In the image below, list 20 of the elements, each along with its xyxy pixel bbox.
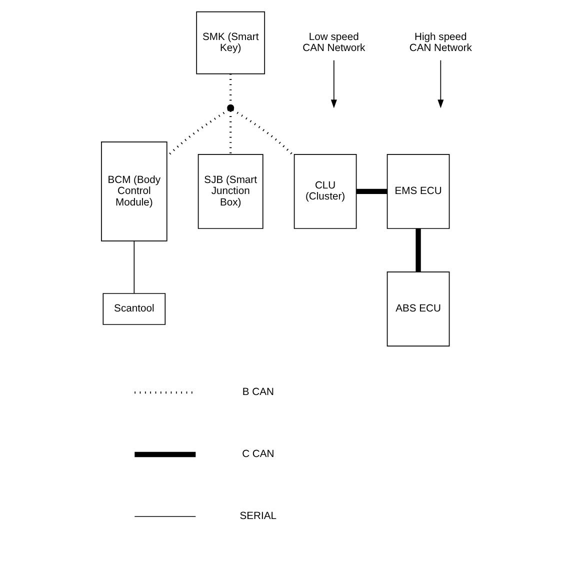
node-circle [226, 104, 234, 112]
node-text: High speed CAN Network [408, 32, 472, 54]
legend-label: B CAN [242, 387, 274, 398]
arrow [437, 60, 444, 108]
connector [415, 228, 420, 272]
node-box: EMS ECU [386, 154, 450, 229]
connector [232, 109, 294, 157]
arrow [330, 60, 336, 108]
node-box: Scantool [102, 293, 166, 325]
legend-label: SERIAL [239, 511, 276, 522]
node-box: SJB (Smart Junction Box) [197, 154, 263, 229]
node-box: SMK (Smart Key) [196, 11, 265, 74]
connector [229, 111, 232, 154]
connector [356, 188, 387, 194]
node-text: Low speed CAN Network [302, 32, 365, 54]
connector [133, 240, 134, 294]
node-box: BCM (Body Control Module) [100, 142, 167, 242]
legend-label: C CAN [242, 449, 274, 460]
node-box: CLU (Cluster) [293, 154, 356, 229]
node-box: ABS ECU [386, 272, 450, 346]
